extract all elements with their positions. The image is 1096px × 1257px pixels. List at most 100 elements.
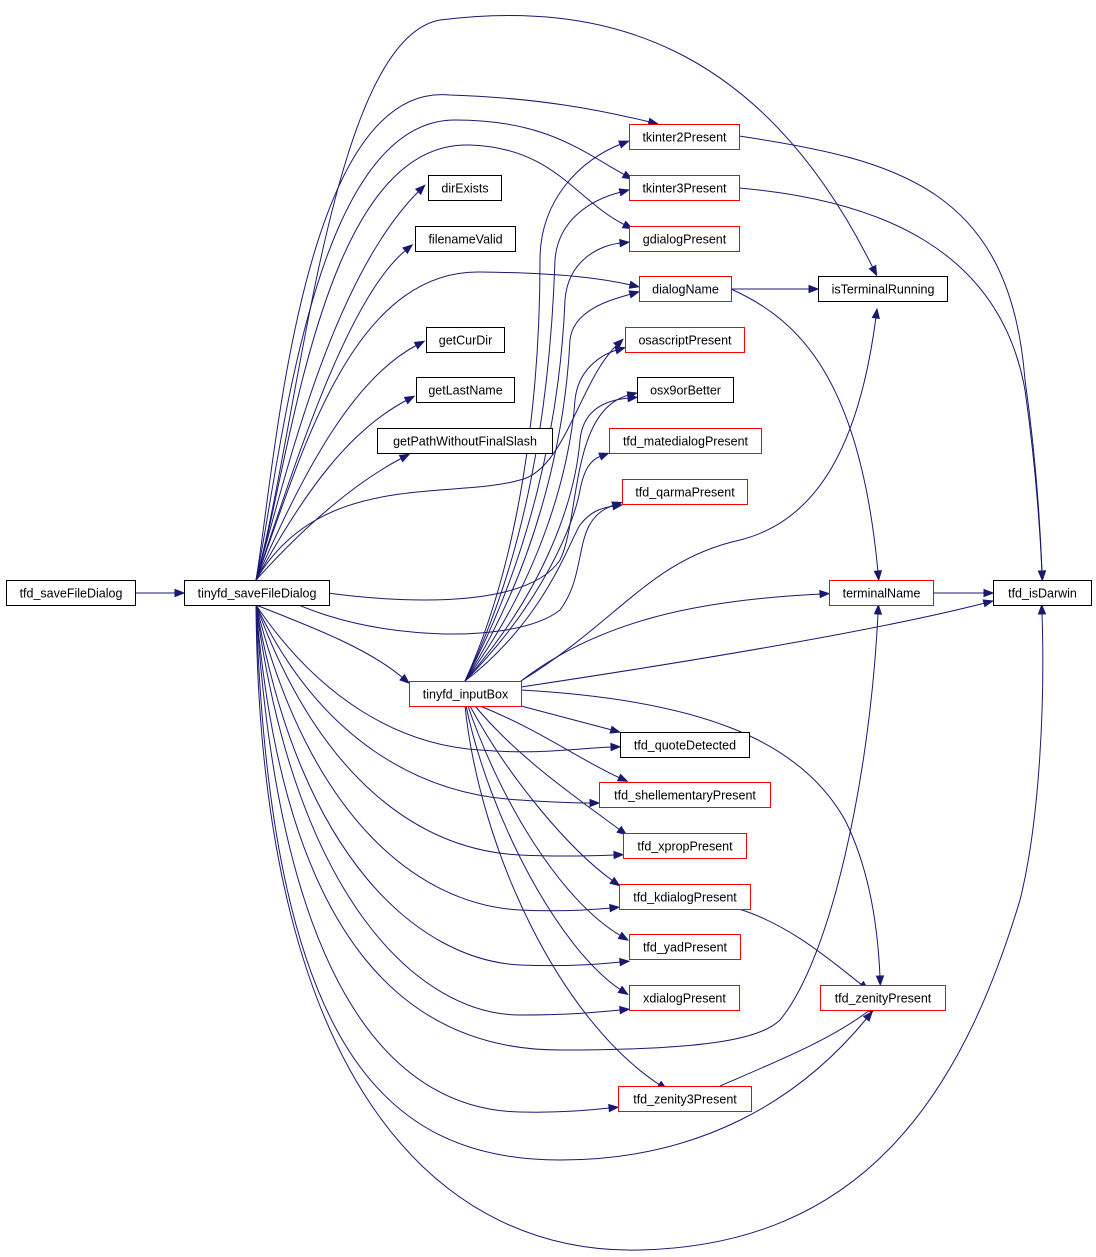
node-getCurDir[interactable]: getCurDir xyxy=(426,327,505,353)
edge-line xyxy=(255,457,403,581)
edge-tinyfd_inputBox-to-tfd_yadPresent xyxy=(467,705,630,941)
edge-dialogName-to-isTerminalRunning xyxy=(731,284,820,294)
node-filenameValid[interactable]: filenameValid xyxy=(415,226,516,252)
edge-line xyxy=(464,705,661,1086)
edge-terminalName-to-tfd_isDarwin xyxy=(933,588,995,598)
edge-line xyxy=(464,349,618,682)
node-label: tfd_qarmaPresent xyxy=(635,486,735,500)
node-label: osx9orBetter xyxy=(650,384,721,398)
node-terminalName[interactable]: terminalName xyxy=(829,580,934,606)
node-label: dialogName xyxy=(652,283,719,297)
edge-line xyxy=(464,143,622,682)
arrowhead-icon xyxy=(627,393,639,403)
edge-line xyxy=(464,505,615,682)
edge-tinyfd_inputBox-to-osascriptPresent xyxy=(464,346,627,682)
arrowhead-icon xyxy=(399,673,411,685)
node-box xyxy=(622,479,748,505)
node-osx9orBetter[interactable]: osx9orBetter xyxy=(637,377,734,403)
node-xdialogPresent[interactable]: xdialogPresent xyxy=(629,985,740,1011)
arrowhead-icon xyxy=(819,589,831,599)
node-tfd_shellementaryPresent[interactable]: tfd_shellementaryPresent xyxy=(599,782,771,808)
node-tfd_quoteDetected[interactable]: tfd_quoteDetected xyxy=(620,732,750,758)
arrowhead-icon xyxy=(619,1005,631,1015)
node-box xyxy=(618,1086,752,1112)
arrowhead-icon xyxy=(873,570,883,582)
arrowhead-icon xyxy=(611,502,624,511)
node-osascriptPresent[interactable]: osascriptPresent xyxy=(625,327,745,353)
edge-tinyfd_saveFileDialog-to-filenameValid xyxy=(255,244,414,581)
edge-tinyfd_inputBox-to-tkinter3Present xyxy=(464,188,631,682)
node-tfd_xpropPresent[interactable]: tfd_xpropPresent xyxy=(623,833,747,859)
edge-line xyxy=(465,705,622,991)
edge-line xyxy=(469,705,614,882)
node-label: tfd_matedialogPresent xyxy=(623,435,749,449)
edge-tkinter3Present-to-tfd_isDarwin xyxy=(738,187,1047,582)
arrowhead-icon xyxy=(613,338,624,350)
edge-line xyxy=(719,1009,871,1087)
node-isTerminalRunning[interactable]: isTerminalRunning xyxy=(818,276,948,302)
arrowhead-icon xyxy=(1037,603,1047,615)
edge-line xyxy=(730,288,879,573)
edge-tinyfd_saveFileDialog-to-osx9orBetter xyxy=(255,391,639,601)
edge-tinyfd_saveFileDialog-to-osascriptPresent xyxy=(255,338,624,581)
arrowhead-icon xyxy=(413,340,426,350)
edge-line xyxy=(255,604,622,1016)
edge-line xyxy=(464,293,632,682)
node-tfd_qarmaPresent[interactable]: tfd_qarmaPresent xyxy=(622,479,748,505)
edge-tinyfd_inputBox-to-isTerminalRunning xyxy=(520,307,880,682)
node-getLastName[interactable]: getLastName xyxy=(416,377,515,403)
node-tinyfd_saveFileDialog[interactable]: tinyfd_saveFileDialog xyxy=(184,580,330,606)
arrowhead-icon xyxy=(414,184,426,196)
node-tfd_kdialogPresent[interactable]: tfd_kdialogPresent xyxy=(619,884,751,910)
edge-line xyxy=(255,604,613,753)
arrowhead-icon xyxy=(619,238,631,248)
node-tfd_zenity3Present[interactable]: tfd_zenity3Present xyxy=(618,1086,752,1112)
node-tfd_yadPresent[interactable]: tfd_yadPresent xyxy=(629,934,741,960)
edge-dialogName-to-terminalName xyxy=(730,288,883,582)
edge-line xyxy=(255,144,626,581)
node-box xyxy=(629,226,740,252)
arrowhead-icon xyxy=(614,346,627,355)
edge-tinyfd_saveFileDialog-to-terminalName xyxy=(255,603,883,1051)
edge-tinyfd_saveFileDialog-to-tfd_zenityPresent xyxy=(255,604,873,1161)
node-tfd_matedialogPresent[interactable]: tfd_matedialogPresent xyxy=(609,428,762,454)
edge-line xyxy=(255,190,420,581)
node-box xyxy=(609,428,762,454)
node-box xyxy=(377,428,553,454)
edge-tinyfd_inputBox-to-tfd_isDarwin xyxy=(520,599,995,688)
node-tfd_zenityPresent[interactable]: tfd_zenityPresent xyxy=(820,985,946,1011)
node-getPathWithoutFinalSlash[interactable]: getPathWithoutFinalSlash xyxy=(377,428,553,454)
edge-tfd_kdialogPresent-to-tfd_zenityPresent xyxy=(738,908,870,991)
node-tkinter2Present[interactable]: tkinter2Present xyxy=(629,124,740,150)
edge-line xyxy=(520,593,822,682)
edge-tinyfd_saveFileDialog-to-xdialogPresent xyxy=(255,604,631,1016)
node-box xyxy=(629,175,740,201)
node-tinyfd_inputBox[interactable]: tinyfd_inputBox xyxy=(409,681,522,707)
edge-line xyxy=(520,689,881,978)
arrowhead-icon xyxy=(610,742,622,752)
node-tkinter3Present[interactable]: tkinter3Present xyxy=(629,175,740,201)
edge-line xyxy=(464,191,622,682)
edge-tinyfd_inputBox-to-dialogName xyxy=(464,290,641,682)
node-gdialogPresent[interactable]: gdialogPresent xyxy=(629,226,740,252)
node-box xyxy=(623,833,747,859)
node-label: getCurDir xyxy=(439,334,493,348)
node-dialogName[interactable]: dialogName xyxy=(639,276,732,302)
node-label: tfd_xpropPresent xyxy=(637,840,733,854)
edge-tinyfd_inputBox-to-tfd_kdialogPresent xyxy=(469,705,621,887)
edge-line xyxy=(464,455,602,682)
edge-line xyxy=(255,604,616,857)
arrowhead-icon xyxy=(875,975,885,987)
node-tfd_isDarwin[interactable]: tfd_isDarwin xyxy=(993,580,1092,606)
node-dirExists[interactable]: dirExists xyxy=(428,175,502,201)
edge-line xyxy=(520,602,986,688)
node-box xyxy=(619,884,751,910)
arrowhead-icon xyxy=(616,825,628,836)
edge-line xyxy=(255,394,630,601)
node-label: tfd_shellementaryPresent xyxy=(614,789,756,803)
arrowhead-icon xyxy=(616,773,629,782)
edge-line xyxy=(255,604,592,804)
arrowhead-icon xyxy=(868,264,878,277)
node-root[interactable]: tfd_saveFileDialog xyxy=(6,580,136,606)
